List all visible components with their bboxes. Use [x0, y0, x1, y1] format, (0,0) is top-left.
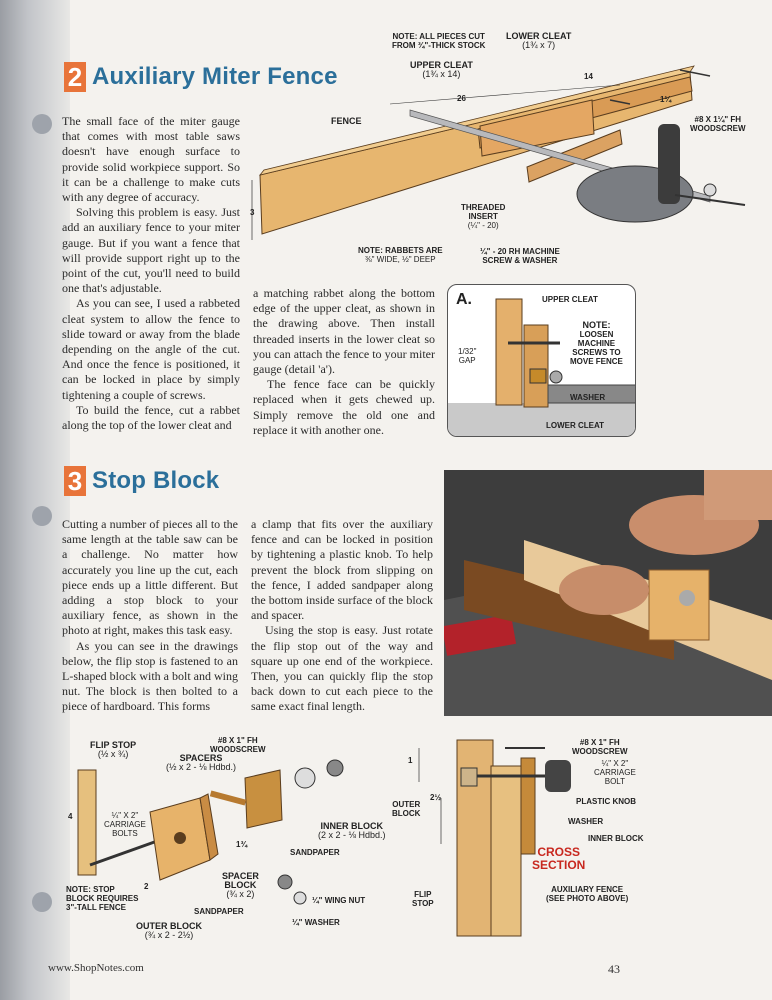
dim-1-1-4: 1¼ — [660, 95, 672, 104]
label-fence: FENCE — [331, 116, 362, 126]
detail-letter: a. — [456, 291, 472, 308]
binder-hole — [32, 506, 52, 526]
paragraph: As you can see in the drawings below, th… — [62, 638, 238, 714]
label-outer-block: OUTER BLOCK(¾ x 2 - 2½) — [136, 921, 202, 940]
binder-hole — [32, 892, 52, 912]
dim-14: 14 — [584, 72, 593, 81]
paragraph: a matching rabbet along the bottom edge … — [253, 286, 435, 377]
label-upper-cleat: UPPER CLEAT(1¾ x 14) — [410, 60, 473, 79]
binding-spine — [0, 0, 70, 1000]
section-title: Stop Block — [92, 467, 220, 494]
label-woodscrew: #8 x 1¼" FhWOODSCREW — [690, 115, 746, 133]
cross-section-drawing — [418, 739, 571, 937]
paragraph: To build the fence, cut a rabbet along t… — [62, 402, 240, 433]
label-washer: WASHER — [570, 393, 606, 402]
page-number: 43 — [608, 962, 620, 976]
detail-a-box: a. UPPER CLEAT 1/32"GAP NOTE:LOOSENMACHI… — [447, 284, 636, 437]
paragraph: As you can see, I used a rabbeted cleat … — [62, 296, 240, 402]
dim-2-1-2: 2½ — [430, 793, 442, 802]
gauge-handle — [658, 124, 680, 204]
section-number: 3 — [64, 466, 86, 496]
inner-block-piece — [244, 769, 283, 829]
footer-url: www.ShopNotes.com — [48, 962, 144, 974]
label-inner-block: INNER BLOCK(2 x 2 - ⅛ Hdbd.) — [318, 821, 386, 840]
label-woodscrew: #8 x 1" FhWOODSCREW — [572, 738, 628, 756]
label-wing-nut: ¼" WING NUT — [312, 896, 366, 905]
paragraph: The fence face can be quickly replaced w… — [253, 377, 435, 437]
dim-4: 4 — [68, 812, 73, 821]
label-upper-cleat: UPPER CLEAT — [542, 295, 598, 304]
stop-block-exploded-drawing — [77, 759, 344, 905]
binder-hole — [32, 114, 52, 134]
flip-stop-piece — [77, 769, 97, 876]
label-sandpaper: SANDPAPER — [194, 907, 244, 916]
paragraph: Using the stop is easy. Just rotate the … — [251, 623, 433, 714]
paragraph: a clamp that fits over the auxiliary fen… — [251, 517, 433, 623]
dim-26: 26 — [457, 94, 466, 103]
label-woodscrew: #8 x 1" FhWOODSCREW — [210, 736, 266, 754]
inner-block-section — [520, 757, 536, 855]
paragraph: The small face of the miter gauge that c… — [62, 114, 240, 205]
dim-2: 2 — [144, 882, 149, 891]
label-aux-fence: AUXILIARY FENCE(SEE PHOTO ABOVE) — [546, 885, 629, 903]
label-washer: WASHER — [568, 817, 604, 826]
label-flip-stop: FLIP STOP(½ x ¾) — [90, 740, 137, 759]
stop-block-photo — [444, 470, 772, 716]
label-sandpaper: SANDPAPER — [290, 848, 340, 857]
dim-1: 1 — [408, 756, 413, 765]
aux-fence-section — [490, 765, 522, 937]
section-number: 2 — [64, 62, 86, 92]
section3-column2: a clamp that fits over the auxiliary fen… — [251, 517, 433, 715]
paragraph: Solving this problem is easy. Just add a… — [62, 205, 240, 296]
section2-column2: a matching rabbet along the bottom edge … — [253, 286, 435, 438]
paragraph: Cutting a number of pieces all to the sa… — [62, 517, 238, 638]
section3-column1: Cutting a number of pieces all to the sa… — [62, 517, 238, 715]
label-gap: 1/32"GAP — [458, 347, 477, 365]
dim-1-3-4: 1¾ — [236, 840, 248, 849]
section-title: Auxiliary Miter Fence — [92, 63, 338, 90]
section2-column1: The small face of the miter gauge that c… — [62, 114, 240, 433]
label-spacers: SPACERS(½ x 2 - ⅛ Hdbd.) — [166, 753, 237, 772]
label-plastic-knob: PLASTIC KNOB — [576, 797, 636, 806]
label-inner-block: INNER BLOCK — [588, 834, 644, 843]
label-washer: ¼" WASHER — [292, 918, 340, 927]
fence-exploded-drawing — [251, 65, 746, 240]
label-lower-cleat: LOWER CLEAT(1¾ x 7) — [506, 31, 572, 50]
label-lower-cleat: LOWER CLEAT — [546, 421, 605, 430]
dim-3: 3 — [250, 208, 255, 217]
